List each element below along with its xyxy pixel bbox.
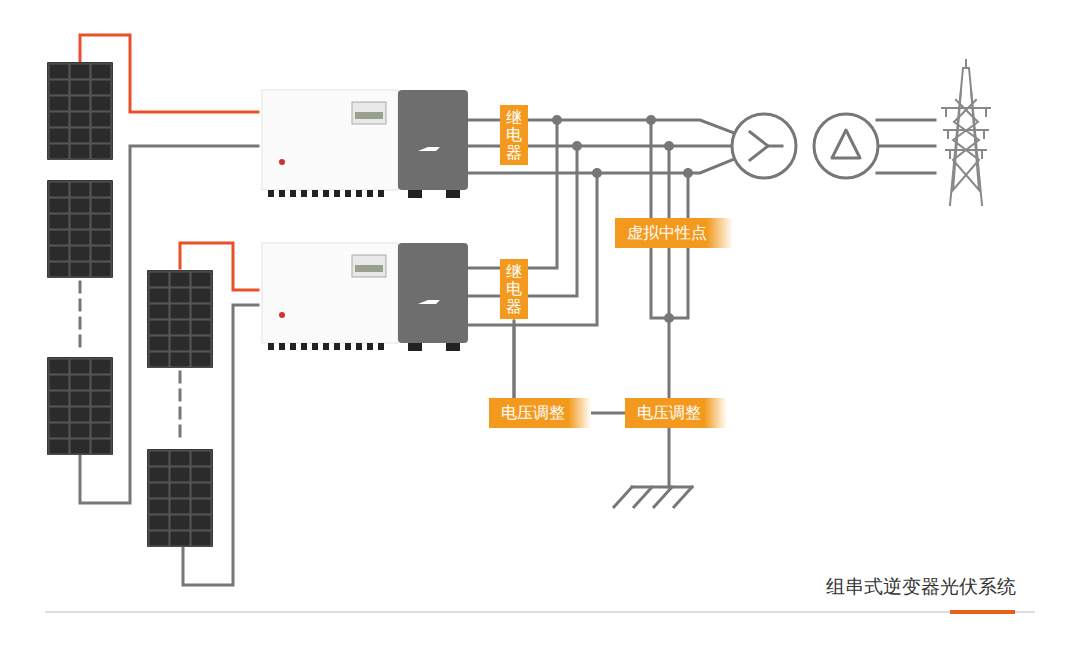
node-label: 电压调整 (501, 403, 565, 423)
voltage-regulation-box: 电压调整 (625, 398, 727, 428)
voltage-regulation-box: 电压调整 (489, 398, 591, 428)
node-label: 继电器 (506, 109, 522, 162)
solar-panel (47, 62, 113, 160)
solar-panel (147, 270, 213, 368)
node-label: 虚拟中性点 (627, 223, 707, 243)
string-inverter (262, 90, 468, 198)
node-label: 继电器 (506, 263, 522, 316)
solar-panel (147, 449, 213, 547)
node-label: 电压调整 (637, 403, 701, 423)
connector (591, 412, 625, 415)
relay-box: 继电器 (500, 259, 528, 320)
solar-panel (47, 357, 113, 455)
neutral-label: 虚拟中性点 (615, 218, 733, 248)
relay-box: 继电器 (500, 105, 528, 166)
solar-panel (47, 180, 113, 278)
connector (513, 319, 516, 398)
string-inverter (262, 243, 468, 351)
figure-caption: 组串式逆变器光伏系统 (826, 574, 1016, 600)
